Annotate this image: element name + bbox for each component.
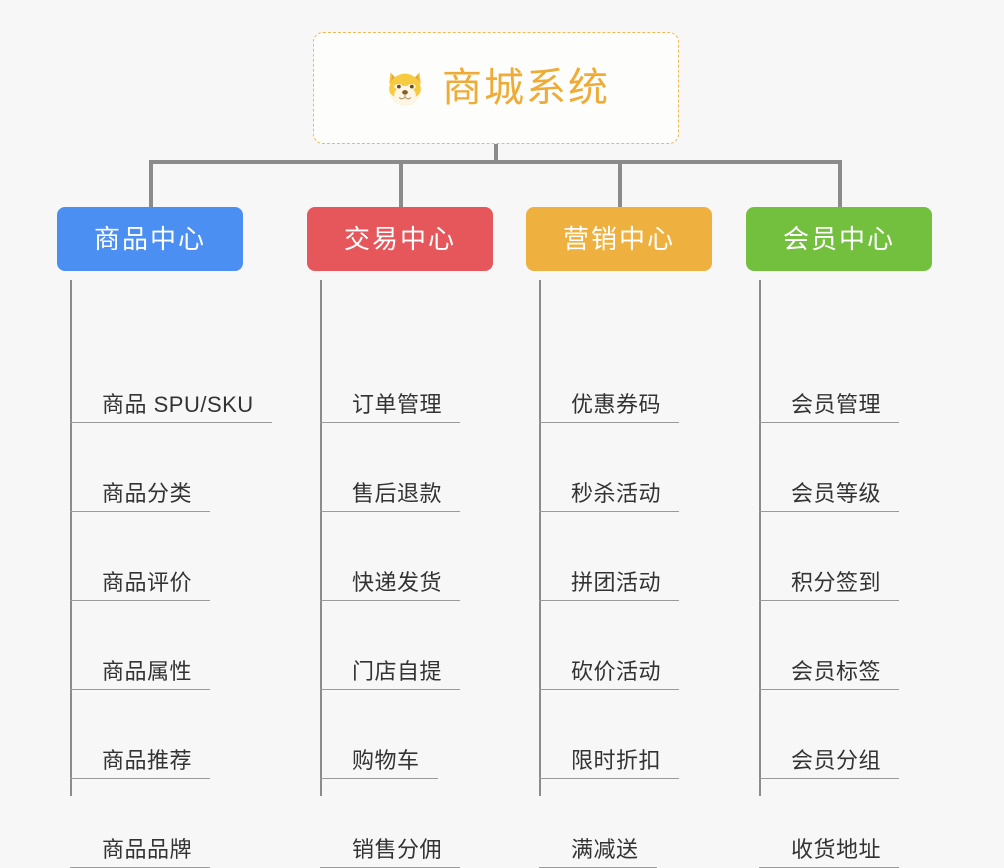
leaf-item-3-2[interactable]: 秒杀活动: [539, 423, 680, 512]
category-header-4[interactable]: 会员中心: [746, 207, 932, 271]
leaf-item-4-2[interactable]: 会员等级: [759, 423, 900, 512]
leaf-item-4-6[interactable]: 收货地址: [759, 779, 900, 868]
leaf-label-3-5: 限时折扣: [571, 748, 662, 773]
connector-drop-1: [149, 160, 153, 207]
leaf-label-3-1: 优惠券码: [571, 392, 662, 417]
leaf-item-1-4[interactable]: 商品属性: [70, 601, 211, 690]
leaf-label-4-5: 会员分组: [791, 748, 882, 773]
leaf-label-4-4: 会员标签: [791, 659, 882, 684]
leaf-list-1: 商品 SPU/SKU 商品分类 商品评价 商品属性 商品推荐 商品品牌: [57, 280, 272, 868]
connector-trunk-4: [759, 280, 761, 796]
leaf-item-2-3[interactable]: 快递发货: [320, 512, 461, 601]
leaf-item-2-1[interactable]: 订单管理: [320, 334, 461, 423]
leaf-item-1-3[interactable]: 商品评价: [70, 512, 211, 601]
leaf-list-2: 订单管理 售后退款 快递发货 门店自提 购物车 销售分佣: [307, 280, 493, 868]
leaf-item-3-6[interactable]: 满减送: [539, 779, 657, 868]
root-node-shop-system[interactable]: 商城系统: [313, 32, 679, 144]
connector-trunk-1: [70, 280, 72, 796]
root-node-label: 商城系统: [442, 66, 610, 110]
category-column-3: 营销中心 优惠券码 秒杀活动 拼团活动 砍价活动 限时折扣 满减送: [526, 207, 712, 868]
leaf-item-4-3[interactable]: 积分签到: [759, 512, 900, 601]
category-label-3: 营销中心: [562, 224, 675, 254]
category-header-3[interactable]: 营销中心: [526, 207, 712, 271]
leaf-label-2-4: 门店自提: [352, 659, 443, 684]
leaf-item-1-5[interactable]: 商品推荐: [70, 690, 211, 779]
connector-drop-3: [618, 160, 622, 207]
leaf-label-2-2: 售后退款: [352, 481, 443, 506]
leaf-label-1-3: 商品评价: [102, 570, 193, 595]
connector-trunk-2: [320, 280, 322, 796]
leaf-label-3-3: 拼团活动: [571, 570, 662, 595]
leaf-label-2-1: 订单管理: [352, 392, 443, 417]
leaf-label-2-6: 销售分佣: [352, 837, 443, 862]
leaf-label-1-5: 商品推荐: [102, 748, 193, 773]
leaf-item-1-2[interactable]: 商品分类: [70, 423, 211, 512]
category-header-1[interactable]: 商品中心: [57, 207, 243, 271]
connector-drop-4: [838, 160, 842, 207]
leaf-label-4-6: 收货地址: [791, 837, 882, 862]
connector-trunk-3: [539, 280, 541, 796]
leaf-item-4-5[interactable]: 会员分组: [759, 690, 900, 779]
category-label-4: 会员中心: [782, 224, 895, 254]
leaf-item-2-5[interactable]: 购物车: [320, 690, 438, 779]
category-column-1: 商品中心 商品 SPU/SKU 商品分类 商品评价 商品属性 商品推荐 商品品牌: [57, 207, 272, 868]
leaf-item-2-2[interactable]: 售后退款: [320, 423, 461, 512]
leaf-label-1-2: 商品分类: [102, 481, 193, 506]
leaf-item-3-5[interactable]: 限时折扣: [539, 690, 680, 779]
leaf-item-3-4[interactable]: 砍价活动: [539, 601, 680, 690]
leaf-item-4-1[interactable]: 会员管理: [759, 334, 900, 423]
category-label-1: 商品中心: [93, 224, 206, 254]
category-header-2[interactable]: 交易中心: [307, 207, 493, 271]
leaf-label-3-4: 砍价活动: [571, 659, 662, 684]
category-column-2: 交易中心 订单管理 售后退款 快递发货 门店自提 购物车 销售分佣: [307, 207, 493, 868]
connector-root-stem: [494, 144, 498, 164]
leaf-item-2-4[interactable]: 门店自提: [320, 601, 461, 690]
leaf-label-2-5: 购物车: [352, 748, 420, 773]
leaf-item-1-6[interactable]: 商品品牌: [70, 779, 211, 868]
leaf-label-3-2: 秒杀活动: [571, 481, 662, 506]
leaf-label-2-3: 快递发货: [352, 570, 443, 595]
category-label-2: 交易中心: [343, 224, 456, 254]
leaf-label-4-3: 积分签到: [791, 570, 882, 595]
leaf-label-4-1: 会员管理: [791, 392, 882, 417]
leaf-list-4: 会员管理 会员等级 积分签到 会员标签 会员分组 收货地址: [746, 280, 932, 868]
connector-drop-2: [399, 160, 403, 207]
org-chart-canvas: 商城系统 商品中心 商品 SPU/SKU 商品分类 商品评价 商品属性 商品推荐…: [57, 32, 932, 868]
category-column-4: 会员中心 会员管理 会员等级 积分签到 会员标签 会员分组 收货地址: [746, 207, 932, 868]
leaf-label-1-1: 商品 SPU/SKU: [102, 392, 254, 417]
leaf-item-4-4[interactable]: 会员标签: [759, 601, 900, 690]
leaf-label-3-6: 满减送: [571, 837, 639, 862]
leaf-list-3: 优惠券码 秒杀活动 拼团活动 砍价活动 限时折扣 满减送: [526, 280, 712, 868]
leaf-item-3-3[interactable]: 拼团活动: [539, 512, 680, 601]
leaf-label-1-4: 商品属性: [102, 659, 193, 684]
leaf-item-3-1[interactable]: 优惠券码: [539, 334, 680, 423]
leaf-label-1-6: 商品品牌: [102, 837, 193, 862]
connector-horizontal-bus: [149, 160, 842, 164]
leaf-item-1-1[interactable]: 商品 SPU/SKU: [70, 334, 272, 423]
leaf-label-4-2: 会员等级: [791, 481, 882, 506]
leaf-item-2-6[interactable]: 销售分佣: [320, 779, 461, 868]
shiba-dog-icon: [389, 72, 421, 106]
